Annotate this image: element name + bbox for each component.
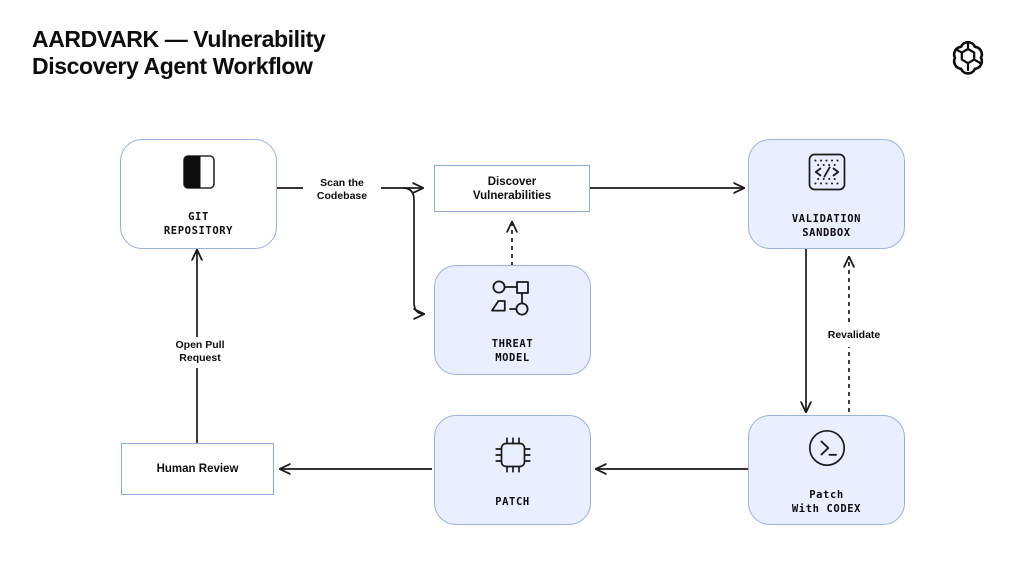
node-human-review-label: Human Review	[156, 463, 239, 475]
node-discover-vulnerabilities-label: Discover Vulnerabilities	[472, 175, 552, 202]
node-validation-sandbox-label: VALIDATION SANDBOX	[791, 212, 862, 239]
threat-graph-icon	[488, 276, 538, 325]
openai-logo	[944, 34, 992, 82]
node-discover-vulnerabilities[interactable]: Discover Vulnerabilities	[434, 165, 590, 212]
node-patch-with-codex[interactable]: Patch With CODEX	[748, 415, 905, 525]
repository-square-icon	[178, 151, 220, 198]
node-patch-label: PATCH	[495, 495, 530, 508]
node-validation-sandbox[interactable]: VALIDATION SANDBOX	[748, 139, 905, 249]
node-git-repository[interactable]: GIT REPOSITORY	[120, 139, 277, 249]
node-patch[interactable]: PATCH	[434, 415, 591, 525]
terminal-prompt-icon	[804, 425, 850, 476]
node-threat-model[interactable]: THREAT MODEL	[434, 265, 591, 375]
code-brackets-icon	[804, 149, 850, 200]
page-title: AARDVARK — Vulnerability Discovery Agent…	[32, 26, 326, 79]
node-git-repository-label: GIT REPOSITORY	[163, 210, 234, 237]
edge-label-scan-the-codebase: Scan the Codebase	[303, 176, 381, 204]
node-human-review[interactable]: Human Review	[121, 443, 274, 495]
edge-label-revalidate: Revalidate	[815, 328, 893, 343]
chip-icon	[490, 432, 536, 483]
node-threat-model-label: THREAT MODEL	[491, 337, 534, 364]
edge-scan-to-threat-model	[402, 187, 424, 314]
node-patch-with-codex-label: Patch With CODEX	[791, 488, 862, 515]
edge-label-open-pull-request: Open Pull Request	[161, 338, 239, 366]
